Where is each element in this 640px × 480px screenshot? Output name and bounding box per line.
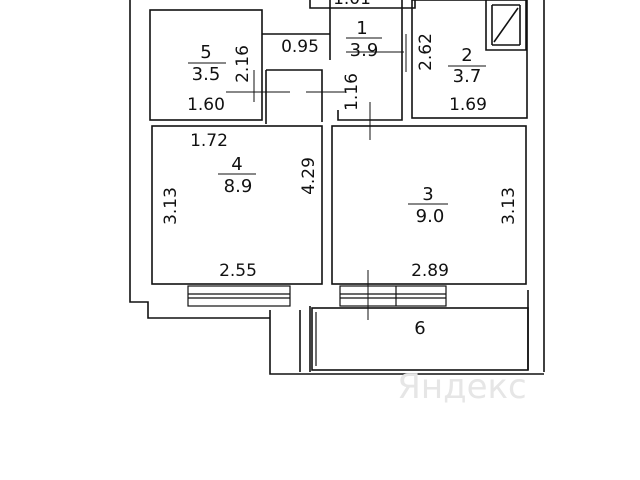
dim-room1-width: 0.95 xyxy=(281,37,319,57)
room5-number: 5 xyxy=(200,42,211,63)
dim-room3-bottom: 2.89 xyxy=(411,261,449,281)
room6-number: 6 xyxy=(414,318,425,339)
watermark: Яндекс xyxy=(397,367,527,407)
dimension-lines xyxy=(226,34,407,320)
dim-room5-height: 2.16 xyxy=(233,45,253,83)
dim-room4-right: 4.29 xyxy=(299,157,319,195)
dim-room2-width: 1.69 xyxy=(449,95,487,115)
labels: 1.01 5 3.5 2.16 1.60 0.95 1 3.9 1.16 2.6… xyxy=(161,0,519,339)
room1-number: 1 xyxy=(356,18,367,39)
dim-top-cut: 1.01 xyxy=(333,0,371,9)
room3-area: 9.0 xyxy=(416,206,445,227)
windows xyxy=(187,285,447,366)
dim-room5-width: 1.60 xyxy=(187,95,225,115)
dim-room4-bottom: 2.55 xyxy=(219,261,257,281)
room5-area: 3.5 xyxy=(192,64,221,85)
room4-area: 8.9 xyxy=(224,176,253,197)
room2-area: 3.7 xyxy=(453,66,482,87)
dim-room3-right: 3.13 xyxy=(499,187,519,225)
room3-number: 3 xyxy=(422,184,433,205)
dim-room4-top: 1.72 xyxy=(190,131,228,151)
dim-room2-height: 2.62 xyxy=(416,33,436,71)
dim-room4-left: 3.13 xyxy=(161,187,181,225)
room1-area: 3.9 xyxy=(350,40,379,61)
room4-number: 4 xyxy=(231,154,242,175)
dim-room1-door: 1.16 xyxy=(342,73,362,111)
room2-number: 2 xyxy=(461,45,472,66)
walls xyxy=(129,0,545,375)
